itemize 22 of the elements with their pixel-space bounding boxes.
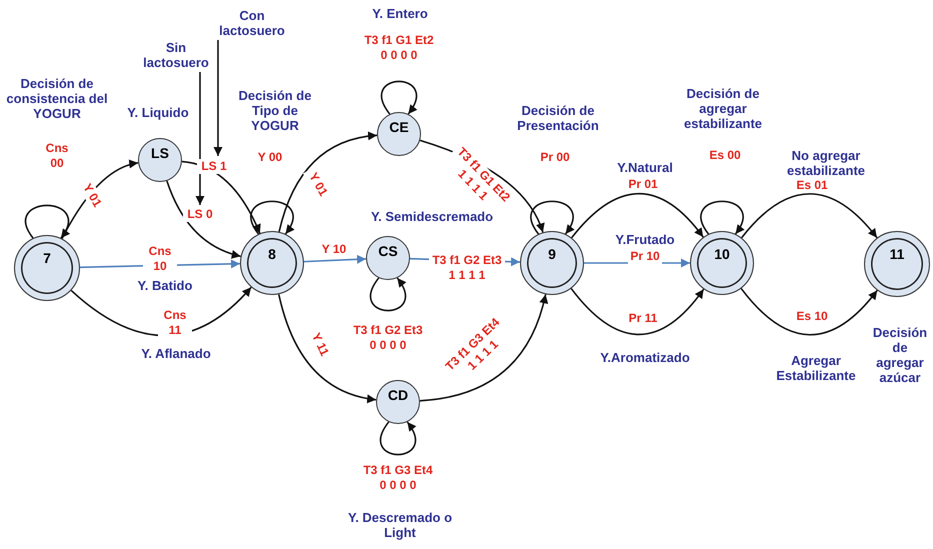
edge-label: Pr 10 (628, 249, 662, 264)
transition-arrow (741, 193, 878, 238)
transition-arrow (570, 288, 704, 336)
annotation-text: Con lactosuero (209, 8, 295, 38)
transition-arrow (740, 288, 878, 336)
leader-arrow (214, 40, 222, 156)
transition-arrow (571, 192, 704, 238)
transition-arrow (304, 254, 366, 264)
transition-arrow (278, 294, 376, 403)
transition-arrow (700, 200, 744, 234)
edge-label: Cns 11 (158, 308, 192, 338)
transition-arrow (166, 180, 241, 258)
transition-arrow (250, 200, 294, 234)
transition-arrow (370, 278, 406, 312)
leader-arrow (196, 72, 204, 205)
transition-arrow (24, 204, 70, 238)
transition-arrow (420, 294, 548, 402)
transition-arrow (278, 132, 378, 232)
transition-arrow (380, 422, 416, 456)
transition-arrow (380, 80, 418, 114)
transition-arrow (530, 200, 574, 234)
annotation-text: Sin lactosuero (138, 40, 214, 70)
